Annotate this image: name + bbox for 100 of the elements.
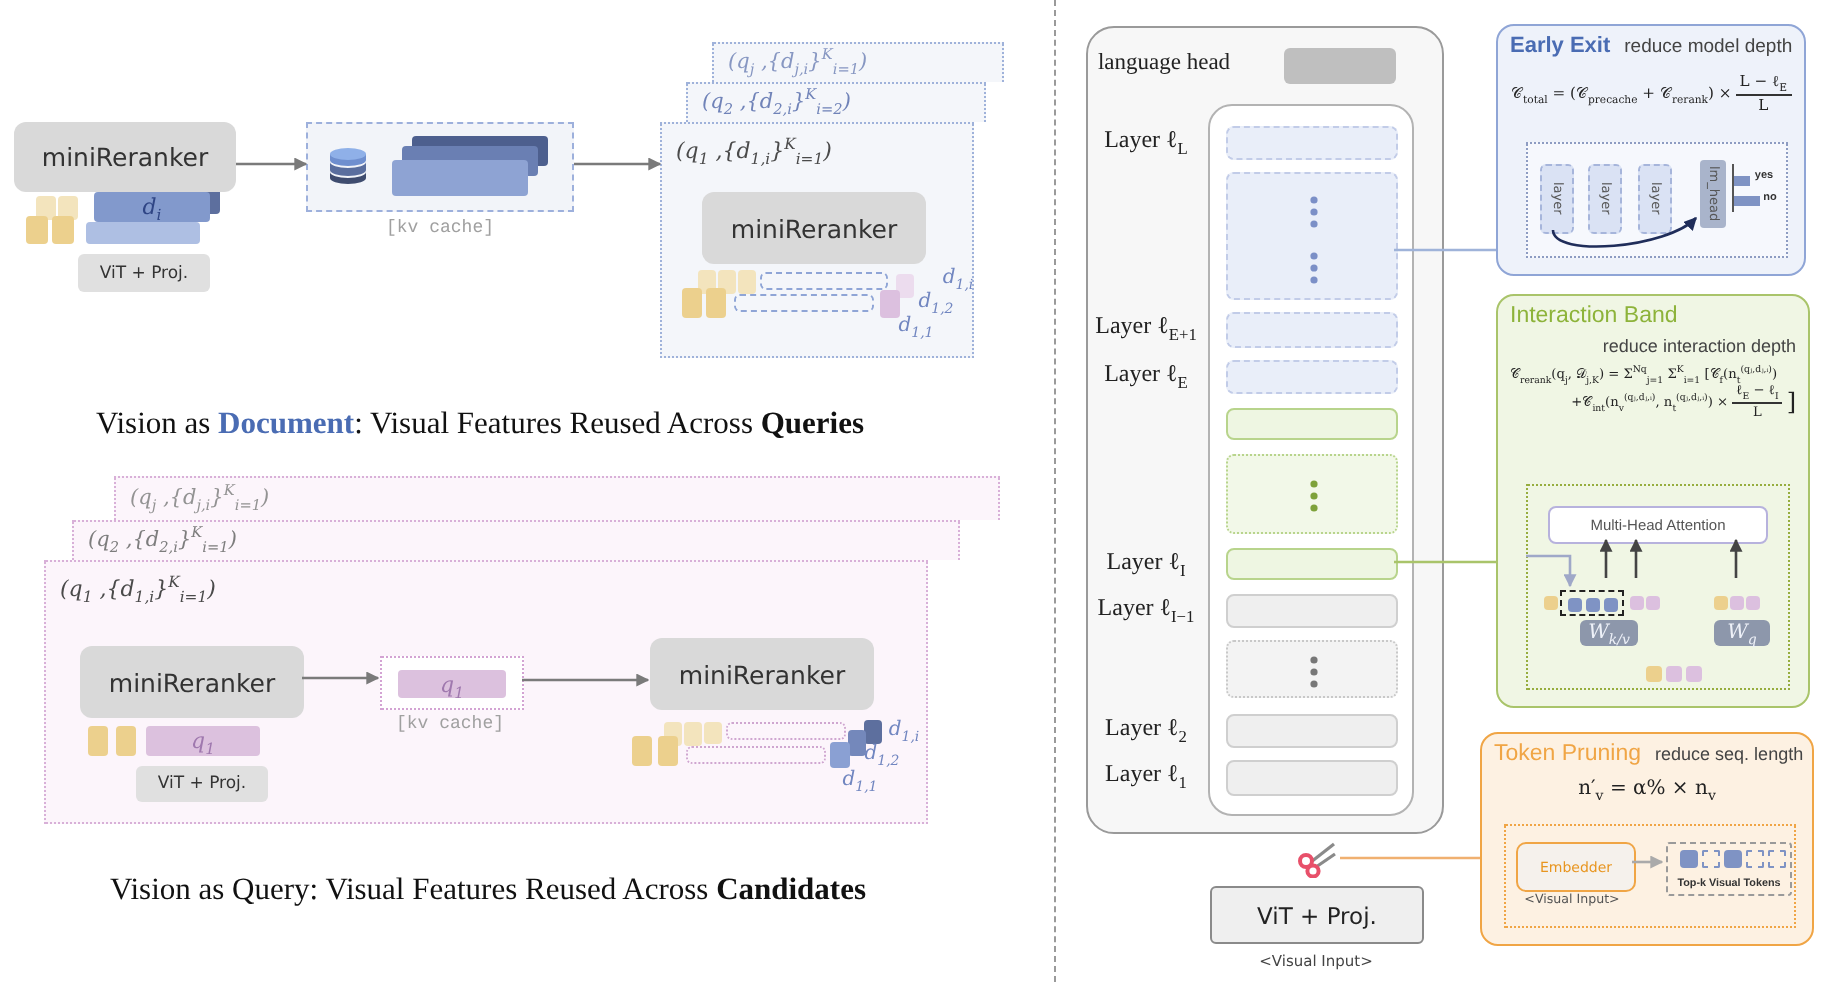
dotted-group-box xyxy=(1504,824,1796,928)
weight-box xyxy=(1714,620,1770,646)
dotted-group-box xyxy=(1526,142,1788,258)
query-label: q$_{1}$ xyxy=(440,673,464,695)
layer-bar xyxy=(1226,714,1398,748)
model-box xyxy=(14,122,236,192)
model-name: miniReranker xyxy=(730,213,898,243)
figure-caption: Vision as Query: Visual Features Reused Across Candidates xyxy=(110,872,866,908)
arrow xyxy=(1632,855,1664,869)
connector-line xyxy=(1340,856,1480,860)
model-box xyxy=(650,638,874,710)
layer-bar xyxy=(1226,312,1398,348)
encoder-label: ViT + Proj. xyxy=(157,774,247,794)
attention-box xyxy=(1548,506,1768,544)
layer-label: Layer ℓ$_{E+1}$ xyxy=(1095,312,1197,340)
query-pair-label: (q$_{2}$ ,{d$_{2,i}$}$^{K}$$_{i=1}$) xyxy=(88,527,237,555)
panel-subtitle: reduce interaction depth xyxy=(1602,335,1796,358)
query-pair-label: (q$_{2}$ ,{d$_{2,i}$}$^{K}$$_{i=2}$) xyxy=(702,89,851,117)
token-label: d$_{1,1}$ xyxy=(842,769,878,791)
feature-slab xyxy=(94,192,210,222)
arrow xyxy=(574,157,662,171)
cache-box xyxy=(306,122,574,212)
model-name: miniReranker xyxy=(678,659,846,689)
arrow xyxy=(522,673,650,687)
query-pair-label: (q$_{1}$ ,{d$_{1,i}$}$^{K}$$_{i=1}$) xyxy=(676,138,832,166)
mini-layer-box xyxy=(1540,164,1574,234)
arrow xyxy=(1599,538,1613,578)
token-pruning-panel xyxy=(1480,732,1814,946)
model-box xyxy=(80,646,304,718)
query-frame xyxy=(660,122,974,358)
layer-bar xyxy=(1226,408,1398,440)
encoder-box xyxy=(1210,886,1424,944)
connector-line xyxy=(1394,560,1496,564)
layer-bar xyxy=(1226,126,1398,160)
arrow xyxy=(1629,538,1643,578)
cache-caption: [kv cache] xyxy=(396,716,504,736)
arrow xyxy=(236,157,308,171)
lm-head-box xyxy=(1700,160,1726,228)
early-exit-panel xyxy=(1496,24,1806,276)
collapsed-layers-box xyxy=(1226,172,1398,300)
arrow xyxy=(1729,538,1743,578)
layer-label: Layer ℓ$_{1}$ xyxy=(1105,760,1187,788)
feature-label: d$_{i}$ xyxy=(142,196,162,218)
arrow xyxy=(1526,554,1577,588)
top-k-tokens-box xyxy=(1666,842,1792,896)
layer-bar xyxy=(1226,548,1398,580)
query-label: q$_{1}$ xyxy=(191,730,215,752)
dotted-group-box xyxy=(1526,484,1790,690)
mini-layer-box xyxy=(1588,164,1622,234)
scissors-icon xyxy=(1298,842,1336,878)
query-pair-label: (q$_{j}$ ,{d$_{j,i}$}$^{K}$$_{i=1}$) xyxy=(728,49,868,77)
stacked-query-card xyxy=(72,520,960,560)
encoder-box xyxy=(136,766,268,802)
layer-label: Layer ℓ$_{E}$ xyxy=(1104,360,1188,388)
panel-subtitle: reduce seq. length xyxy=(1655,744,1804,766)
panel-title: Token Pruning xyxy=(1494,742,1642,770)
arrow xyxy=(302,671,380,685)
encoder-box xyxy=(78,254,210,292)
panel-subtitle: reduce model depth xyxy=(1624,36,1793,59)
layer-label: Layer ℓ$_{I}$ xyxy=(1106,548,1186,576)
stacked-query-card xyxy=(114,476,1000,520)
layer-bar xyxy=(1226,360,1398,394)
layer-column xyxy=(1208,104,1414,816)
embedder-box xyxy=(1516,842,1636,892)
query-frame xyxy=(44,560,928,824)
token-label: d$_{1,1}$ xyxy=(898,315,934,337)
layer-bar xyxy=(1226,594,1398,628)
token-label: d$_{1,2}$ xyxy=(918,291,954,313)
weight-box xyxy=(1580,620,1638,646)
mini-layer-box xyxy=(1638,164,1672,234)
collapsed-layers-box xyxy=(1226,640,1398,698)
encoder-label: ViT + Proj. xyxy=(1257,901,1377,929)
cache-caption: [kv cache] xyxy=(386,220,494,240)
query-token-bar xyxy=(398,670,506,698)
layer-label: Layer ℓ$_{L}$ xyxy=(1104,126,1188,154)
connector-line xyxy=(1394,248,1496,252)
layer-label: Layer ℓ$_{2}$ xyxy=(1105,714,1187,742)
query-token-bar xyxy=(146,726,260,756)
token-label: d$_{1,i}$ xyxy=(942,267,974,289)
weight-label: W$_{q}$ xyxy=(1727,623,1757,643)
token-label: d$_{1,i}$ xyxy=(888,719,920,741)
language-head-bar xyxy=(1284,48,1396,84)
weight-label: W$_{k/v}$ xyxy=(1588,623,1630,643)
interaction-band-panel xyxy=(1496,294,1810,708)
layer-label: Layer ℓ$_{I−1}$ xyxy=(1097,594,1195,622)
selection-box xyxy=(1560,590,1624,616)
layer-bar xyxy=(1226,760,1398,796)
cache-box xyxy=(380,656,524,710)
stacked-query-card xyxy=(712,42,1004,82)
token-label: d$_{1,2}$ xyxy=(864,743,900,765)
query-pair-label: (q$_{j}$ ,{d$_{j,i}$}$^{K}$$_{i=1}$) xyxy=(130,485,270,513)
stacked-query-card xyxy=(686,82,986,122)
collapsed-layers-box xyxy=(1226,454,1398,534)
figure-caption: Vision as Document: Visual Features Reused Across Queries xyxy=(95,406,865,442)
formula: n′$_{v}$ = α% × n$_{v}$ xyxy=(1578,775,1716,802)
model-name: miniReranker xyxy=(41,142,209,172)
panel-title: Early Exit xyxy=(1510,34,1611,61)
query-pair-label: (q$_{1}$ ,{d$_{1,i}$}$^{K}$$_{i=1}$) xyxy=(60,576,216,604)
model-stack-box xyxy=(1086,26,1444,834)
encoder-label: ViT + Proj. xyxy=(99,263,189,283)
